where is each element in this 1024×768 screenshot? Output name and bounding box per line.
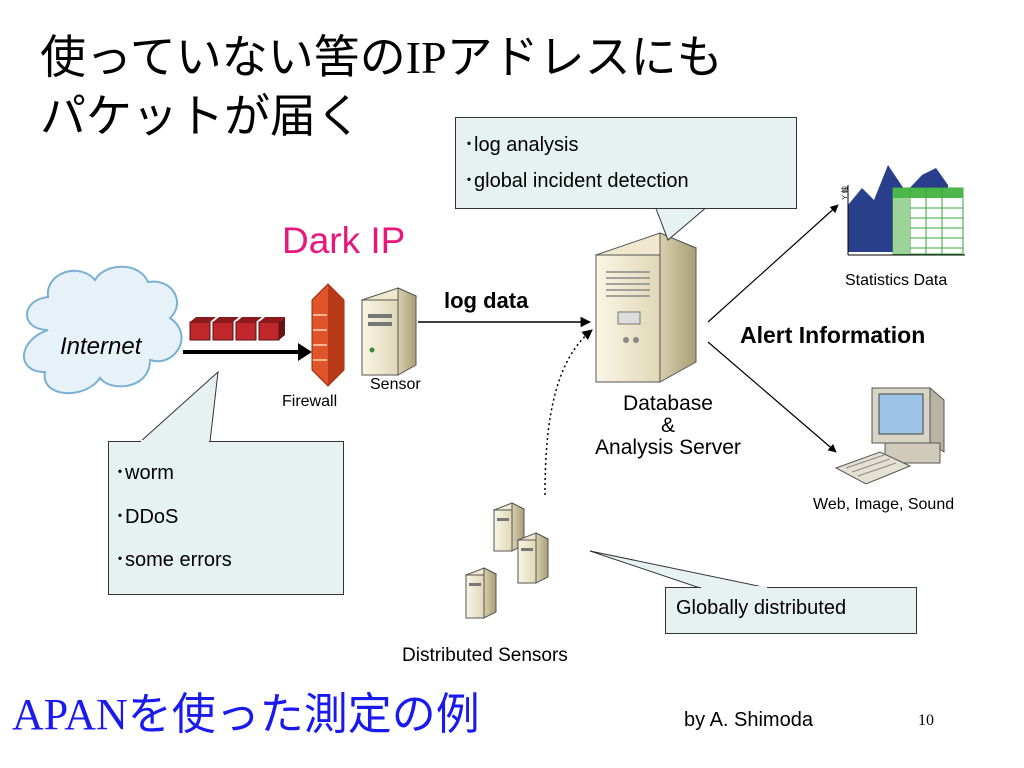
callout-threats-errors: ･some errors [115, 549, 232, 571]
distributed-sensors-icon [464, 502, 550, 619]
distributed-sensors-label: Distributed Sensors [402, 645, 568, 666]
title-line-2: パケットが届く [40, 89, 362, 143]
firewall-label: Firewall [282, 393, 338, 410]
database-server-icon [594, 232, 698, 383]
firewall-icon [311, 283, 345, 387]
slide-title: 使っていない筈のIPアドレスにも パケットが届く [40, 28, 723, 145]
to-web-arrow [707, 341, 837, 453]
callout-analysis: ･log analysis ･global incident detection [455, 117, 797, 209]
callout-distributed-text: Globally distributed [676, 597, 847, 619]
database-label-line-2: & [660, 414, 675, 437]
database-label-line-3: Analysis Server [595, 436, 741, 459]
callout-bottom-pointer [589, 550, 769, 589]
callout-threats-worm: ･worm [115, 462, 174, 484]
computer-icon [834, 386, 945, 485]
packets-icon [189, 317, 285, 341]
statistics-chart-icon [847, 165, 965, 256]
page-number: 10 [918, 712, 934, 729]
callout-threats-ddos: ･DDoS [115, 506, 179, 528]
chart-axis-label: Y 軸 [841, 186, 849, 200]
callout-analysis-line-1: ･log analysis [464, 134, 579, 156]
dark-ip-label: Dark IP [282, 220, 406, 261]
callout-left-pointer [138, 370, 219, 443]
sensor-server-icon [360, 287, 418, 376]
callout-threats: ･worm ･DDoS ･some errors [108, 441, 344, 595]
internet-label: Internet [60, 333, 142, 360]
footer-title: APANを使った測定の例 [12, 689, 480, 740]
callout-distributed: Globally distributed [665, 587, 917, 634]
statistics-label: Statistics Data [845, 272, 948, 289]
author-label: by A. Shimoda [684, 709, 813, 731]
database-label-line-1: Database [623, 392, 713, 415]
title-line-1: 使っていない筈のIPアドレスにも [40, 30, 723, 84]
alert-label: Alert Information [740, 322, 926, 348]
callout-analysis-line-2: ･global incident detection [464, 170, 689, 192]
database-label: Database & Analysis Server [580, 393, 756, 459]
to-statistics-arrow [707, 204, 839, 323]
sensor-upload-arrow [544, 329, 593, 496]
log-data-label: log data [444, 288, 529, 313]
sensor-label: Sensor [370, 376, 421, 393]
internet-cloud-icon [23, 265, 183, 394]
web-label: Web, Image, Sound [813, 496, 955, 513]
